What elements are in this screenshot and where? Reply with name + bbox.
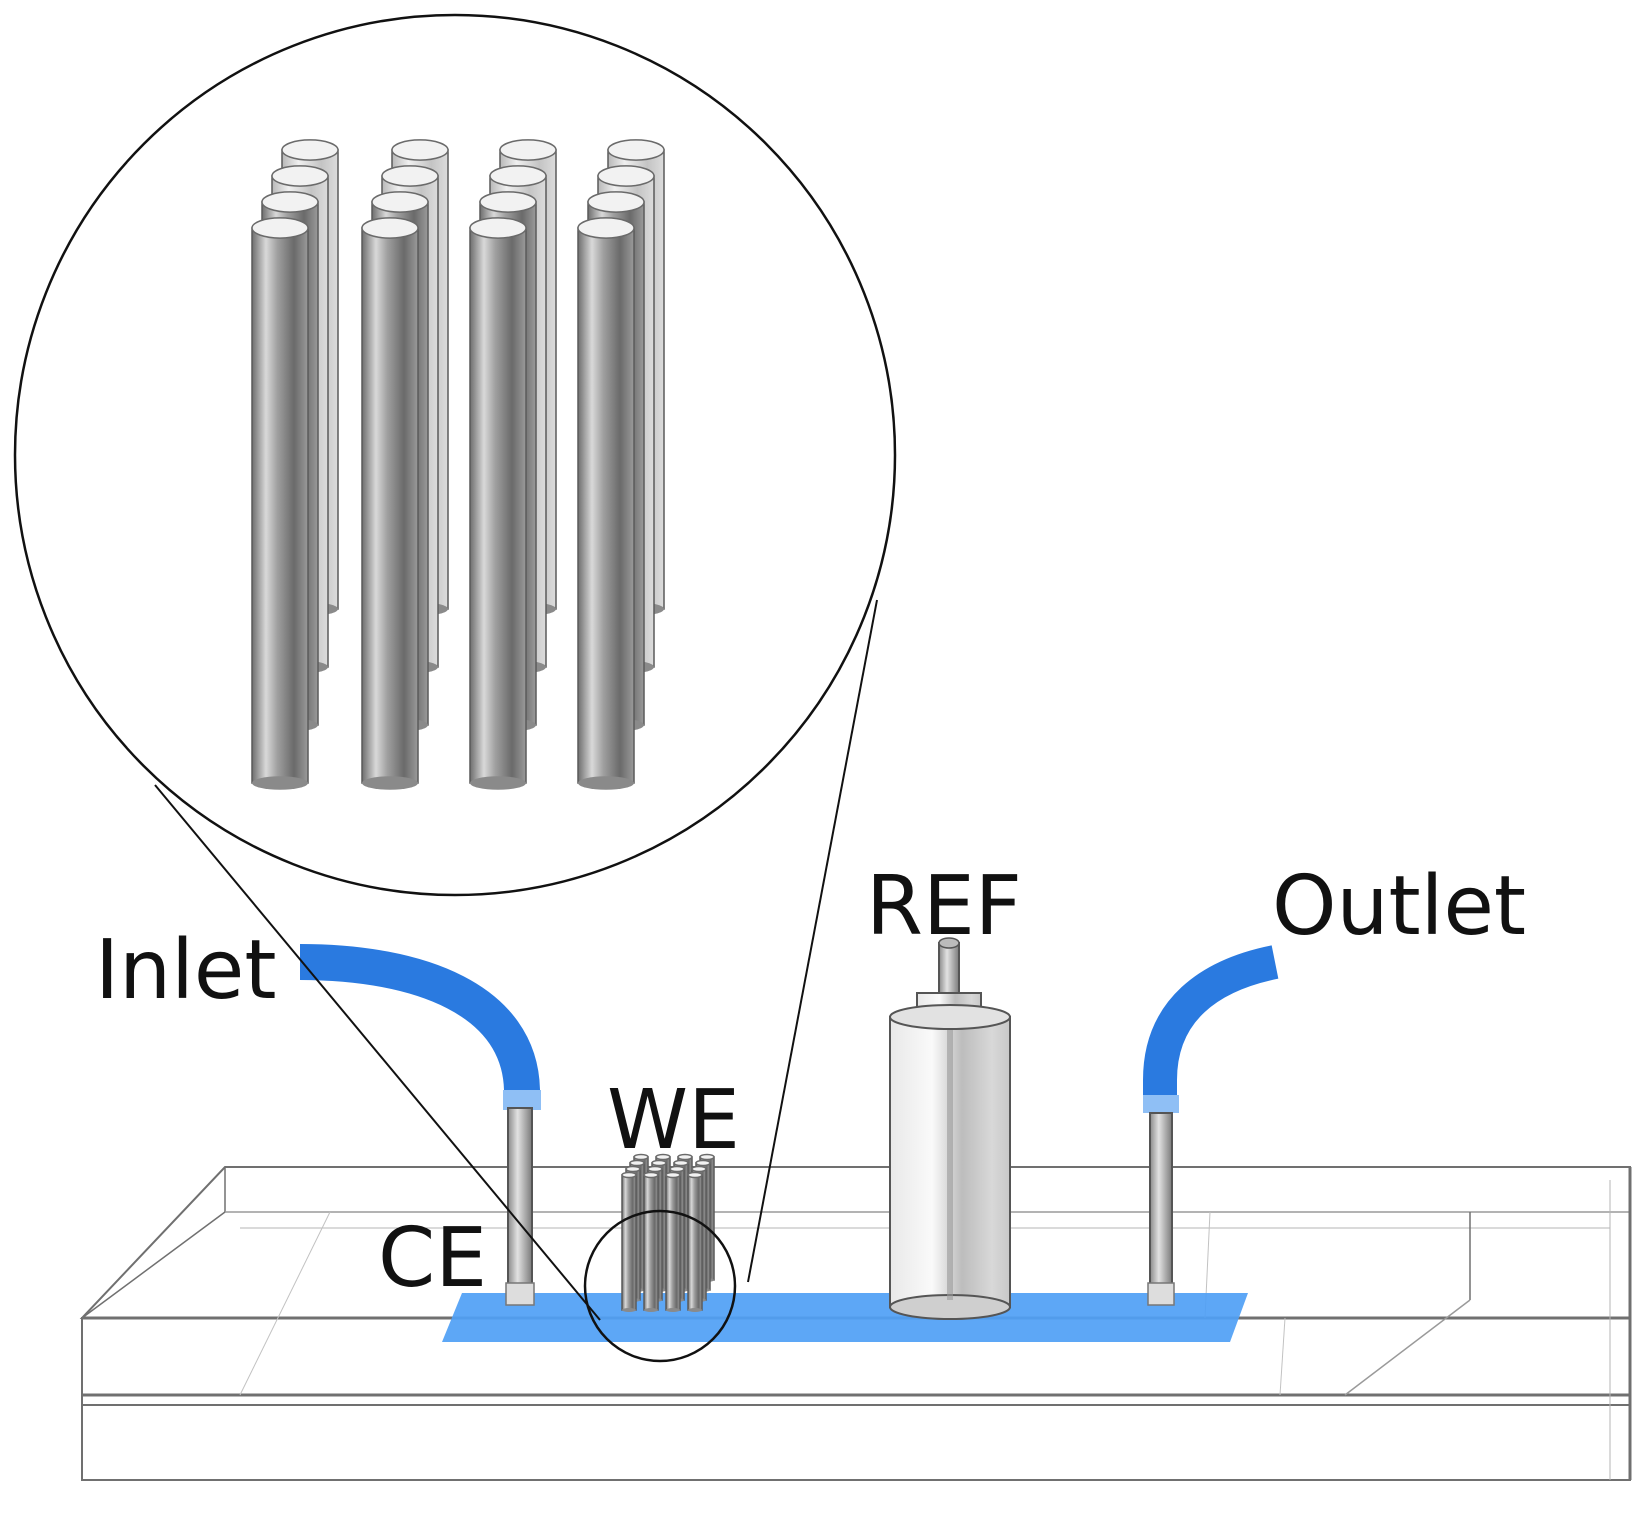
reference-electrode <box>889 937 1011 1320</box>
we-rod-r1-c2 <box>643 1171 659 1312</box>
counter-electrode-pin <box>505 1107 535 1306</box>
we-rod-r1-c4 <box>687 1171 703 1312</box>
nanorod-r1-c2 <box>361 217 419 790</box>
ref-label: REF <box>866 859 1022 954</box>
working-electrode-array <box>621 1153 715 1312</box>
ce-label: CE <box>378 1211 488 1306</box>
zoom-callout-circle <box>13 13 897 897</box>
inlet-label: Inlet <box>95 923 277 1018</box>
outlet-label: Outlet <box>1272 859 1527 954</box>
we-rod-r1-c3 <box>665 1171 681 1312</box>
inlet-tubing <box>299 944 540 1103</box>
fluid-channel <box>442 1293 1248 1342</box>
nanorod-r1-c4 <box>577 217 635 790</box>
callout-line-right <box>747 599 878 1283</box>
zoom-source-circle <box>583 1209 737 1363</box>
nanorod-r1-c3 <box>469 217 527 790</box>
outlet-tubing <box>1143 945 1279 1103</box>
magnified-nanorod-array <box>251 139 665 790</box>
outlet-pin <box>1147 1112 1175 1306</box>
nanorod-r1-c1 <box>251 217 309 790</box>
zoom-callout-background <box>15 15 895 895</box>
outlet-tube-collar <box>1143 1095 1179 1113</box>
callout-line-left <box>154 784 601 1321</box>
inlet-tube-collar <box>503 1090 541 1110</box>
we-rod-r1-c1 <box>621 1171 637 1312</box>
we-label: WE <box>607 1073 740 1168</box>
